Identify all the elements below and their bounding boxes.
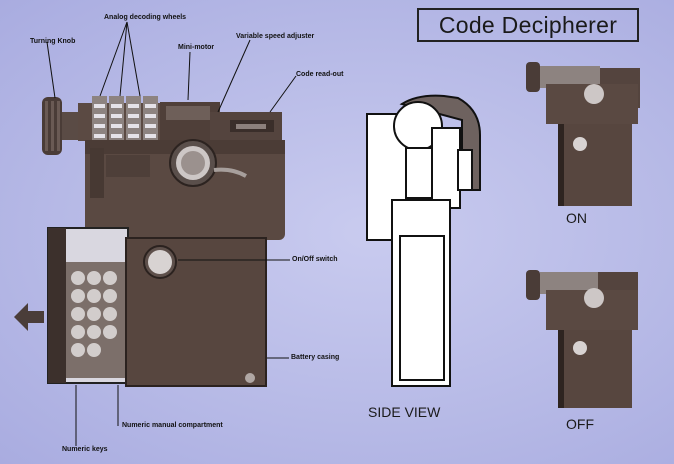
- off-state-label: OFF: [566, 416, 594, 432]
- label-manual-compartment: Numeric manual compartment: [122, 422, 223, 429]
- label-turning-knob: Turning Knob: [30, 38, 76, 45]
- label-code-readout: Code read-out: [296, 71, 344, 78]
- label-mini-motor: Mini-motor: [178, 44, 215, 51]
- off-state-device: [526, 270, 638, 408]
- label-analog-wheels: Analog decoding wheels: [104, 14, 187, 21]
- on-state-label: ON: [566, 210, 587, 226]
- main-device: [42, 96, 285, 387]
- label-numeric-keys: Numeric keys: [62, 446, 108, 453]
- label-onoff-switch: On/Off switch: [292, 256, 338, 263]
- turning-knob-shape: [42, 97, 80, 155]
- label-battery-casing: Battery casing: [291, 354, 340, 361]
- diagram-title: Code Decipherer: [417, 8, 639, 42]
- arrow-left-icon: [14, 303, 44, 331]
- on-state-device: [526, 62, 640, 206]
- numeric-keys: [71, 271, 117, 357]
- side-view-label: SIDE VIEW: [368, 404, 441, 420]
- battery-casing: [125, 237, 267, 387]
- side-view-drawing: [366, 94, 481, 387]
- label-speed-adjuster: Variable speed adjuster: [236, 33, 315, 40]
- analog-decoding-wheels: [92, 96, 158, 146]
